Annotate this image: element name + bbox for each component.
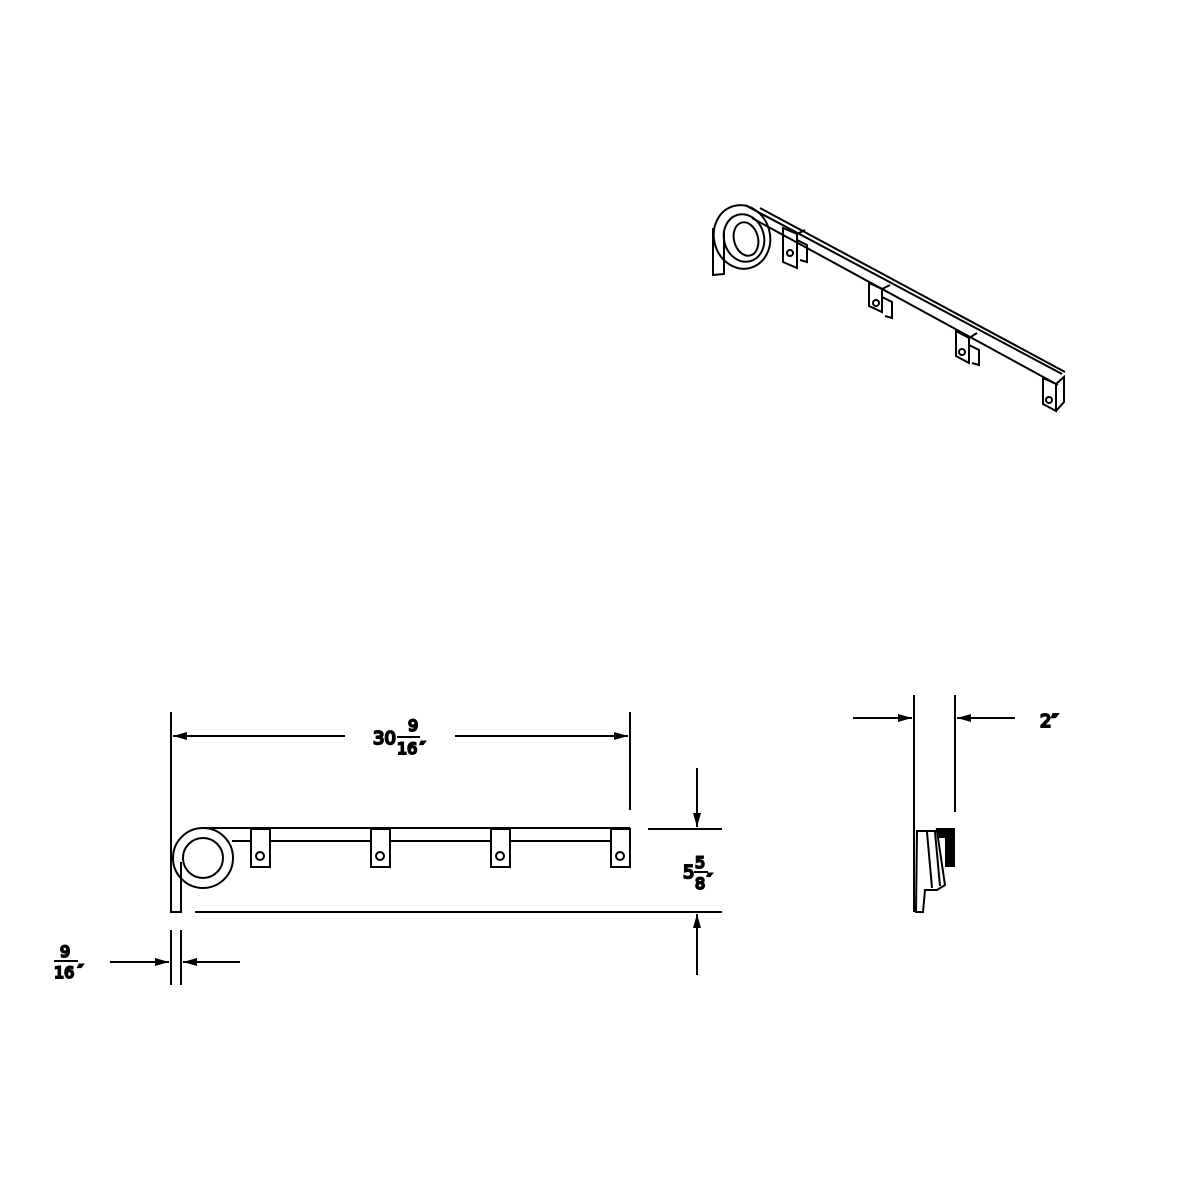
front-bracket <box>610 828 631 868</box>
height-numerator: 5 <box>695 853 705 872</box>
front-bracket <box>490 828 511 868</box>
height-denominator: 8 <box>695 874 705 893</box>
iso-bracket <box>955 329 980 367</box>
side-view <box>853 695 1015 913</box>
height-unit: ″ <box>707 872 712 888</box>
thickness-unit: ″ <box>78 963 83 979</box>
front-bracket <box>250 828 271 868</box>
height-dimension <box>195 768 722 975</box>
length-unit: ″ <box>420 740 425 756</box>
iso-bracket <box>1042 374 1065 413</box>
thickness-numerator: 9 <box>60 942 70 961</box>
length-whole: 30 <box>373 728 396 749</box>
iso-bracket <box>782 226 808 270</box>
thickness-dimension <box>54 930 240 985</box>
iso-bracket <box>868 281 893 320</box>
depth-label: 2″ <box>1040 711 1058 732</box>
length-denominator: 16 <box>397 739 417 758</box>
length-numerator: 9 <box>408 716 418 735</box>
isometric-view <box>712 204 1066 413</box>
front-view <box>170 827 631 913</box>
length-dimension <box>170 712 631 912</box>
height-whole: 5 <box>683 862 694 883</box>
front-bracket <box>370 828 391 868</box>
thickness-denominator: 16 <box>54 963 74 982</box>
